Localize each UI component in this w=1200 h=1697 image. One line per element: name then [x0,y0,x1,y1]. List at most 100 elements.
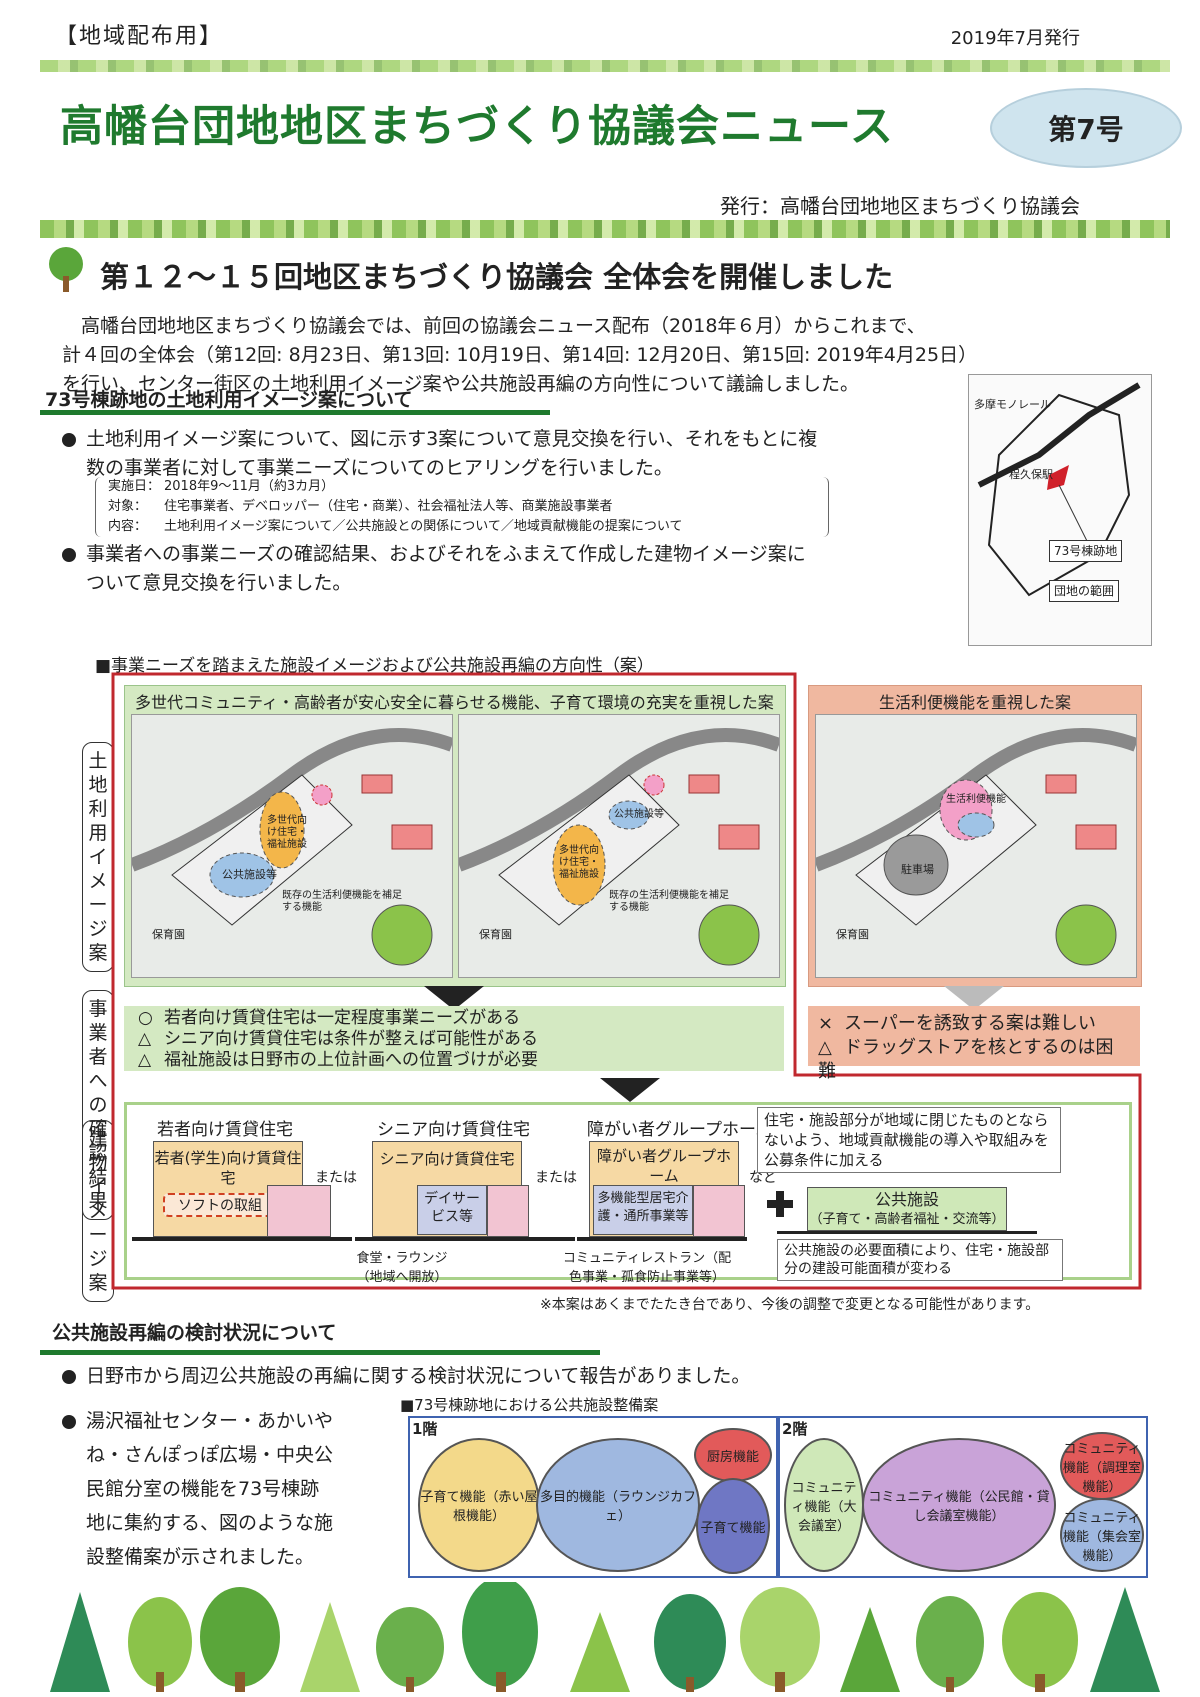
map-text-multi: 多世代向け住宅・福祉施設 [267,815,307,850]
tree-icon [49,247,83,292]
figure-footnote: ※本案はあくまでたたき台であり、今後の調整で変更となる可能性があります。 [540,1297,1040,1313]
detail-label: 実施日： [108,479,161,494]
b3-care: 多機能型居宅介護・通所事業等 [593,1185,693,1235]
panel-right-heading: 生活利便機能を重視した案 [878,693,1071,712]
map-text-multi: 多世代向け住宅・福祉施設 [559,845,599,880]
section-intro: 高幡台団地地区まちづくり協議会では、前回の協議会ニュース配布（2018年６月）か… [62,312,1152,399]
ground-line [777,1231,1037,1234]
figure-caption: ■事業ニーズを踏まえた施設イメージおよび公共施設再編の方向性（案） [95,656,654,676]
result-text: 若者向け賃貸住宅は一定程度事業ニーズがある [164,1008,521,1028]
result-text: シニア向け賃貸住宅は条件が整えば可能性がある [164,1029,538,1049]
ground-line [132,1237,352,1241]
ground-line [577,1237,747,1241]
result-item: △ドラッグストアを核とするのは困難 [818,1036,1130,1084]
map-text-parking: 駐車場 [901,863,934,876]
kitchen: 厨房機能 [694,1428,772,1482]
result-mark: △ [818,1037,832,1058]
childcare: 子育て機能 [696,1478,770,1574]
b2-annex [487,1185,529,1237]
bullet-text: 民館分室の機能を73号棟跡 [86,1478,320,1500]
bullet-dot [62,547,76,562]
site-plan-c: 駐車場 生活利便機能 保育園 [813,714,1139,978]
plus-icon [767,1191,793,1217]
map-text-public: 公共施設等 [222,868,277,881]
issue-date: 2019年7月発行 [950,28,1080,49]
b3-box-label: 障がい者グループホーム [596,1147,732,1185]
hearing-details: 実施日：2018年9～11月（約3カ月） 対象：住宅事業者、デベロッパー（住宅・… [95,477,829,537]
decorative-band [40,220,1170,238]
result-mark: △ [138,1050,152,1070]
childcare-red-roof: 子育て機能（赤い屋根機能） [418,1438,540,1572]
or-1: または [315,1170,357,1186]
bullet-text: 数の事業者に対して事業ニーズについてのヒアリングを行いました。 [86,457,673,479]
arrow-down-icon [600,1078,660,1102]
floor1-label: 1階 [412,1420,438,1438]
map-text-supplement: 既存の生活利便機能を補足する機能 [609,890,729,913]
section-rule [40,410,550,415]
bullet-dot [62,1369,76,1384]
landuse-bullet-2: 事業者への事業ニーズの確認結果、およびそれをふまえて作成した建物イメージ案に つ… [62,540,892,598]
detail-value: 土地利用イメージ案について／公共施設との関係について／地域貢献機能の提案について [164,519,683,534]
result-mark: △ [138,1029,152,1049]
facility-diagram-title: ■73号棟跡地における公共施設整備案 [400,1396,659,1414]
row-label-buildings: 建物イメージ案 [82,1120,114,1302]
result-item: △ シニア向け賃貸住宅は条件が整えば可能性がある [138,1029,770,1050]
map-text-supplement: 既存の生活利便機能を補足する機能 [282,890,402,913]
result-text: 福祉施設は日野市の上位計画への位置づけが必要 [164,1050,538,1070]
public-facility-label: 公共施設 [874,1190,939,1209]
section-heading-public: 公共施設再編の検討状況について [52,1322,337,1344]
b2-box-label: シニア向け賃貸住宅 [379,1150,515,1168]
b2-day: デイサービス等 [417,1185,487,1235]
intro-line-3: を行い、センター街区の土地利用イメージ案や公共施設再編の方向性について議論しまし… [62,373,860,395]
b3-annex [693,1185,745,1237]
bullet-text: 事業者への事業ニーズの確認結果、およびそれをふまえて作成した建物イメージ案に [86,543,806,565]
detail-label: 対象： [108,499,148,514]
floor2-label: 2階 [782,1420,808,1438]
detail-label: 内容： [108,519,148,534]
bullet-text: 設整備案が示されました。 [86,1546,315,1568]
map-label-area: 団地の範囲 [1049,580,1120,602]
public-bullet-1: 日野市から周辺公共施設の再編に関する検討状況について報告がありました。 [62,1362,1062,1391]
row-label-results: 事業者への確認結果 [82,990,114,1220]
bullet-dot [62,1414,76,1429]
map-text-nursery: 保育園 [836,928,869,941]
result-item: ×スーパーを誘致する案は難しい [818,1012,1130,1036]
panel-right: 生活利便機能を重視した案 駐車場 生活利便機能 保育園 [808,685,1142,987]
landuse-bullet-1: 土地利用イメージ案について、図に示す3案について意見交換を行い、それをもとに複 … [62,425,892,483]
map-label-site: 73号棟跡地 [1049,540,1123,562]
distribution-tag: 【地域配布用】 [55,24,224,49]
community-rooms: コミュニティ機能（公民館・貸し会議室機能） [862,1438,1056,1572]
tree-footer-drawing [50,1577,1160,1692]
ground-line [355,1237,575,1241]
result-text: ドラッグストアを核とするのは困難 [818,1037,1114,1082]
b3-title: 障がい者グループホーム [587,1120,773,1140]
detail-value: 2018年9～11月（約3カ月） [164,479,335,494]
issue-number-badge: 第7号 [990,88,1182,168]
map-text-nursery: 保育園 [152,928,185,941]
tree-footer [30,1577,1170,1692]
intro-line-2: 計４回の全体会（第12回: 8月23日、第13回: 10月19日、第14回: 1… [62,344,978,366]
result-text: スーパーを誘致する案は難しい [844,1013,1096,1034]
b1-title: 若者向け賃貸住宅 [157,1120,293,1140]
assembly-room: コミュニティ機能（集会室機能） [1060,1498,1144,1572]
map-text-life: 生活利便機能 [946,794,1006,805]
site-plan-b-drawing [456,728,782,966]
site-plan-a: 公共施設等 多世代向け住宅・福祉施設 既存の生活利便機能を補足する機能 保育園 [129,714,455,978]
map-text-nursery: 保育園 [479,928,512,941]
panel-left: 多世代コミュニティ・高齢者が安心安全に暮らせる機能、子育て環境の充実を重視した案… [124,685,786,987]
lounge-note: 食堂・ラウンジ（地域へ開放） [356,1251,448,1285]
decorative-band-top [40,60,1170,72]
results-left: ○ 若者向け賃貸住宅は一定程度事業ニーズがある △ シニア向け賃貸住宅は条件が整えば… [124,1006,784,1071]
newsletter-title: 高幡台団地地区まちづくり協議会ニュース [60,102,894,152]
b1-annex [267,1185,331,1237]
result-mark: ○ [138,1008,153,1028]
intro-line-1: 高幡台団地地区まちづくり協議会では、前回の協議会ニュース配布（2018年６月）か… [81,315,926,337]
public-bullet-2: 湯沢福祉センター・あかいや ね・さんぽっぽ広場・中央公 民館分室の機能を73号棟… [62,1404,402,1574]
cooking-room: コミュニティ機能（調理室機能） [1060,1432,1144,1500]
location-map-drawing [977,382,1141,597]
bullet-text: 土地利用イメージ案について、図に示す3案について意見交換を行い、それをもとに複 [86,428,818,450]
section-rule [40,1350,600,1355]
section-heading-landuse: 73号棟跡地の土地利用イメージ案について [45,389,413,411]
site-plan-a-drawing [129,728,455,966]
